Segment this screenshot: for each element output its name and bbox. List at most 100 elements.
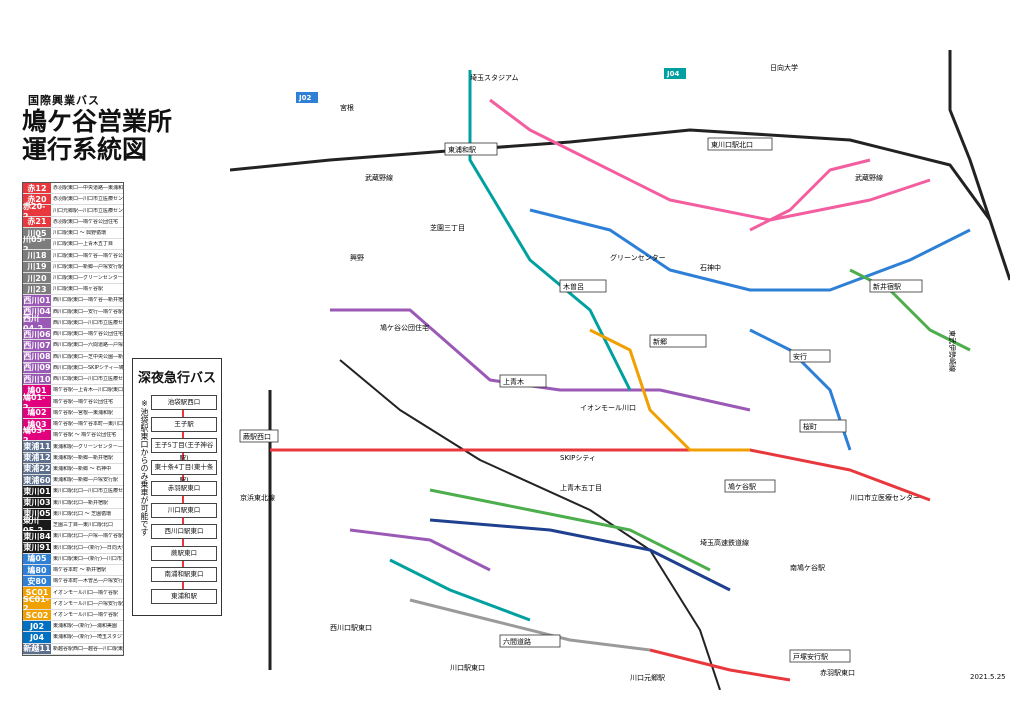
legend-route-code: 西川10	[23, 373, 51, 385]
legend-route-desc: 東浦和駅―グリーンセンター―川口駅	[53, 443, 123, 450]
label-miyane: 宮根	[340, 103, 354, 112]
legend-route-code: 東川84	[23, 531, 51, 542]
legend-route-desc: 東浦和駅―新郷 ～ 石神中	[53, 465, 112, 472]
legend-route-code: J02	[23, 621, 51, 632]
label-keihin-tohoku: 京浜東北線	[240, 493, 275, 502]
legend-route-desc: 西川口駅東口―六間道路―戸塚安行駅	[53, 342, 123, 349]
route-legend: 赤12赤羽駅東口―中央道路―東浦和駅(浦和)赤20赤羽駅東口―川口市立医療センタ…	[22, 182, 124, 656]
legend-route-code: 鳩01	[23, 385, 51, 396]
bus-route-line	[429, 488, 711, 572]
legend-route-desc: 新越谷駅西口―越谷―川口駅東口	[53, 645, 123, 652]
legend-route-code: 川19	[23, 261, 51, 272]
stop-rokken-doro-box	[499, 634, 561, 648]
legend-route-code: 西川06	[23, 329, 51, 340]
legend-route-desc: 鳩ケ谷本町 ～ 新井宿駅	[53, 567, 107, 574]
legend-route-code: 赤20	[23, 194, 51, 205]
legend-route-desc: 東浦和駅―(新行)―埼玉スタジアム	[53, 634, 123, 641]
stop-kizoro-box	[559, 279, 607, 293]
legend-route-desc: 西川口駅東口―川口市立医療センター	[53, 376, 123, 383]
station-warabi-box	[239, 429, 279, 443]
bus-route-line	[429, 518, 731, 592]
station-higashi-urawa-box	[444, 142, 498, 156]
legend-route-desc: 東川口駅東口―(新行)―川口市立医療センター	[53, 555, 123, 562]
route-tag-j04-bg	[664, 68, 686, 79]
legend-route-desc: 西川口駅東口―鳩ケ谷―新井宿駅	[53, 297, 123, 304]
stop-sakura: 桜町	[803, 422, 817, 431]
label-nishikawaguchi: 西川口駅東口	[330, 623, 372, 632]
route-tag-j04: J04	[666, 70, 679, 78]
legend-route-code: 東川01	[23, 486, 51, 497]
legend-route-code: 鳩01-2	[23, 393, 51, 412]
stop-rokken-doro: 六間道路	[503, 637, 531, 646]
legend-route-code: 赤12	[23, 183, 51, 194]
legend-route-code: 東浦22	[23, 463, 51, 475]
page-subtitle: 運行系統図	[22, 135, 148, 164]
legend-route-code: 西川04-2	[23, 314, 51, 333]
late-night-stop: 西川口駅東口	[151, 524, 217, 539]
late-night-stop: 王子駅	[151, 416, 217, 432]
label-saitama-kosoku: 埼玉高速鉄道線	[700, 538, 749, 547]
station-totsuka-angyo-box	[789, 649, 851, 663]
late-night-stop: 東浦和駅	[151, 588, 217, 604]
label-kawaguchi-center: 川口市立医療センター	[850, 493, 920, 502]
legend-route-desc: 東川口駅北口―新井宿駅	[53, 499, 109, 506]
station-hatogaya-box	[724, 479, 776, 493]
legend-route-desc: 赤羽駅東口―中央道路―東浦和駅(浦和)	[53, 185, 123, 192]
legend-route-code: 東川05-2	[23, 516, 51, 535]
legend-route-desc: 西川口駅東口―芝中央公園―新井宿駅	[53, 353, 123, 360]
bus-route-line	[649, 648, 791, 682]
legend-route-desc: 鳩ケ谷本町―木曽呂―戸塚安行駅	[53, 578, 123, 585]
late-night-bus-panel: 深夜急行バス ※池袋駅東口からのみ乗車が可能です 池袋駅西口王子駅王子5丁目(王…	[132, 358, 222, 616]
brand-name: 国際興業バス	[28, 94, 100, 107]
late-night-stop: 赤羽駅東口	[151, 481, 217, 496]
label-green-center: グリーンセンター	[610, 253, 666, 262]
label-aeon-mall: イオンモール川口	[580, 404, 636, 412]
legend-row: 川05-2川口駅東口―上青木五丁目	[23, 235, 123, 254]
label-tobu-line: 東武伊勢崎線	[948, 330, 957, 372]
route-tag-j02: J02	[298, 94, 311, 102]
legend-route-desc: 川口駅東口―鳩ケ谷―鳩ケ谷公団住宅	[53, 252, 123, 259]
stop-sakura-box	[799, 419, 847, 433]
legend-route-code: 東浦12	[23, 452, 51, 463]
bus-route-line	[409, 598, 651, 652]
legend-route-desc: 鳩ケ谷駅―鳩ケ谷本町―東川口駅北口	[53, 421, 123, 428]
bus-route-line	[589, 328, 750, 452]
legend-route-code: 東浦60	[23, 475, 51, 486]
legend-route-desc: 赤羽駅東口―鳩ケ谷公団住宅	[53, 218, 119, 225]
legend-route-code: 新越11	[23, 643, 51, 654]
tobu-line	[948, 50, 1010, 281]
legend-route-desc: 芝園三丁目―東川口駅北口	[53, 522, 114, 529]
legend-route-desc: 川口駅東口―新郷―戸塚安行駅	[53, 263, 123, 270]
label-musashino-line-east: 武蔵野線	[855, 173, 883, 182]
legend-row: 西川04-2西川口駅東口―川口市立医療センター	[23, 314, 123, 333]
legend-route-desc: 西川口駅東口―SKIPシティ―鳩ケ谷駅	[53, 364, 123, 371]
label-kouya: 興野	[350, 253, 364, 262]
legend-route-code: 鳩80	[23, 564, 51, 576]
late-night-note: ※池袋駅東口からのみ乗車が可能です	[140, 399, 149, 536]
late-night-stop: 南浦和駅東口	[151, 567, 217, 582]
legend-route-code: SC01	[23, 587, 51, 598]
legend-route-desc: 西川口駅東口―鳩ケ谷公団住宅	[53, 331, 123, 338]
legend-route-code: 鳩03-2	[23, 426, 51, 445]
stop-shingo-box	[649, 334, 707, 348]
bus-route-line	[349, 528, 491, 572]
revision-date: 2021.5.25	[970, 673, 1006, 681]
